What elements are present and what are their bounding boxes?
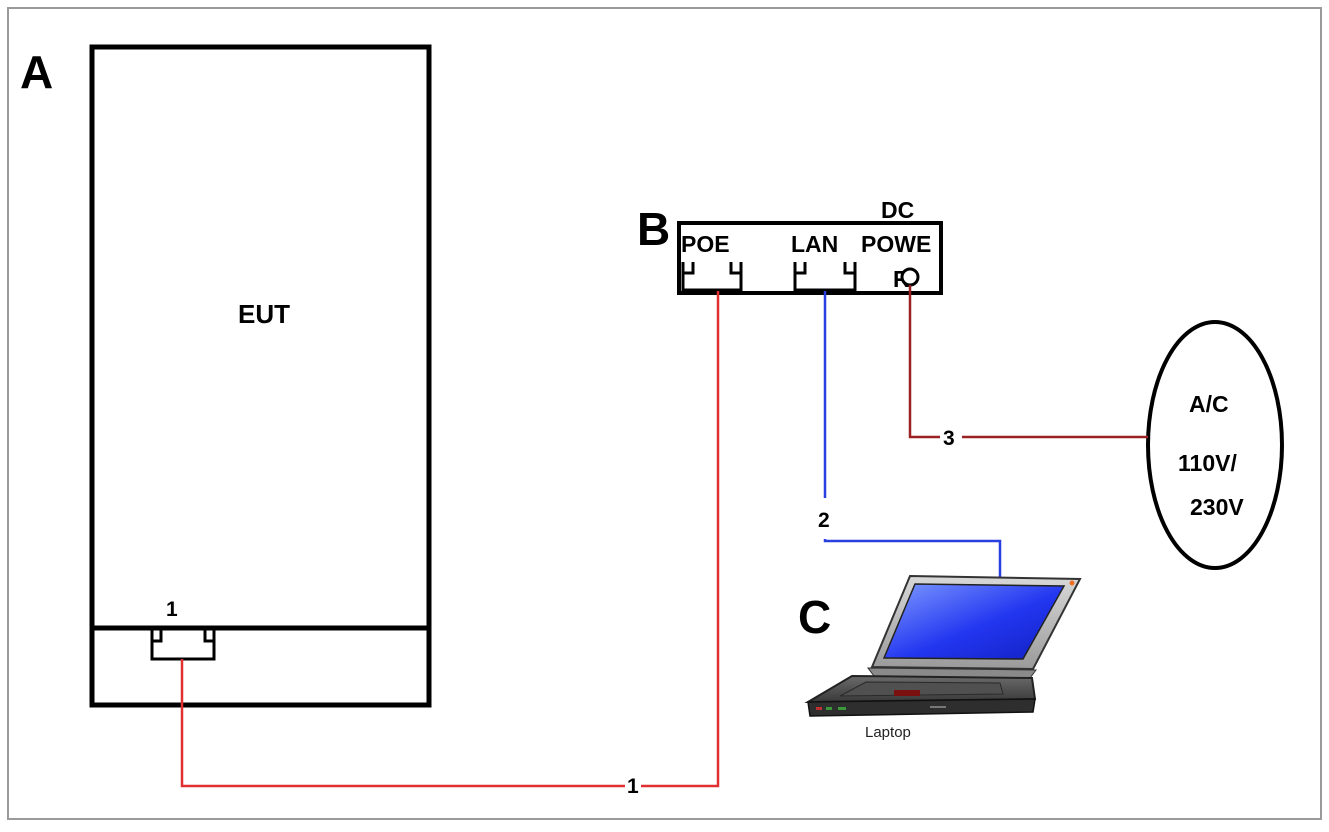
eut-letter: A [20, 46, 53, 98]
laptop-unit: C Laptop [798, 574, 1082, 741]
ac-label-line3: 230V [1190, 494, 1244, 520]
laptop-caption: Laptop [865, 724, 911, 741]
dc-label-line2: POWE [861, 231, 931, 257]
diagram-frame [7, 7, 1322, 820]
eut-box [89, 44, 432, 708]
ac-source-ellipse [1146, 320, 1284, 570]
cable-3: 3 [908, 285, 1148, 450]
cable-1: 1 [180, 291, 720, 798]
dc-power-jack-icon [900, 267, 920, 287]
laptop-icon [804, 574, 1082, 717]
lan-port-icon [793, 262, 857, 292]
poe-port-icon [681, 262, 743, 292]
cable-3-number: 3 [943, 427, 955, 450]
cable-1-line [180, 659, 625, 788]
poe-injector-unit: B POE LAN DC POWE R [637, 197, 943, 295]
eut-unit: A EUT 1 [20, 44, 432, 708]
cable-1-number: 1 [627, 775, 639, 798]
ac-label-line2: 110V/ [1178, 450, 1237, 476]
eut-label: EUT [238, 299, 290, 329]
laptop-letter: C [798, 591, 831, 643]
cable-1-line-right [641, 291, 720, 788]
lan-port-label: LAN [791, 231, 838, 257]
ac-label-line1: A/C [1189, 391, 1229, 417]
cable-2-line-bottom [823, 539, 1002, 577]
ac-source: A/C 110V/ 230V [1146, 320, 1284, 570]
poe-injector-box [677, 221, 943, 295]
eut-port-number: 1 [166, 598, 178, 621]
poe-port-label: POE [681, 231, 730, 257]
dc-label-line1: DC [881, 197, 914, 223]
cable-2-number: 2 [818, 509, 830, 532]
cable-2: 2 [818, 291, 1002, 577]
eut-port-icon [150, 630, 216, 661]
poe-injector-letter: B [637, 203, 670, 255]
cable-3-line [908, 285, 940, 439]
